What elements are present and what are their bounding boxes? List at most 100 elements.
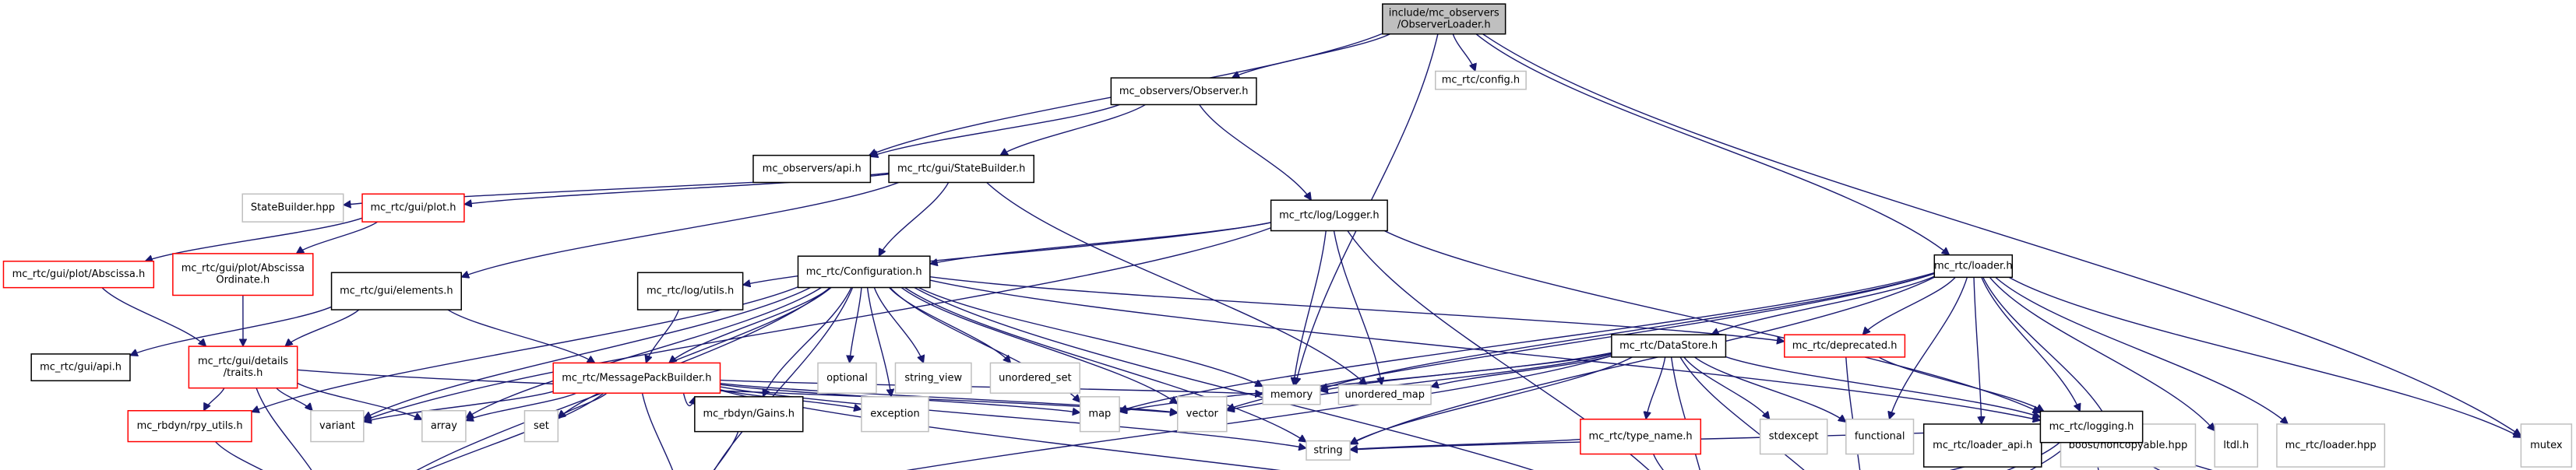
edge-loader-to-ltdl xyxy=(1989,276,2215,430)
node-elements[interactable]: mc_rtc/gui/elements.h xyxy=(330,272,462,310)
edge-msgpack-to-eigen xyxy=(641,393,674,470)
node-label: mutex xyxy=(2530,440,2563,451)
node-box[interactable] xyxy=(1580,418,1702,455)
node-label: exception xyxy=(870,409,920,420)
node-statebuilder[interactable]: mc_rtc/gui/StateBuilder.h xyxy=(888,154,1034,184)
node-label: mc_rtc/logging.h xyxy=(2049,421,2134,433)
node-box[interactable] xyxy=(188,345,298,389)
node-label: mc_rtc/config.h xyxy=(1442,75,1520,86)
node-gui-api[interactable]: mc_rtc/gui/api.h xyxy=(30,353,131,382)
node-box[interactable] xyxy=(330,272,462,310)
node-label: memory xyxy=(1270,389,1313,401)
node-observer[interactable]: mc_observers/Observer.h xyxy=(1110,77,1257,106)
node-type-name[interactable]: mc_rtc/type_name.h xyxy=(1580,418,1702,455)
node-label: mc_rtc/gui/api.h xyxy=(40,362,122,374)
edge-datastore-to-string xyxy=(1350,356,1633,444)
node-label: mc_rtc/loader.h xyxy=(1934,261,2013,272)
node-box[interactable] xyxy=(172,253,314,296)
edge-root-to-mutex xyxy=(1482,33,2521,436)
node-obs-api[interactable]: mc_observers/api.h xyxy=(752,154,872,184)
edge-msgpack-to-gains xyxy=(682,393,694,407)
node-box[interactable] xyxy=(127,410,252,443)
edge-msgpack-to-set xyxy=(558,392,608,418)
node-box[interactable] xyxy=(361,193,465,223)
node-root[interactable]: include/mc_observers/ObserverLoader.h xyxy=(1382,3,1506,35)
node-box[interactable] xyxy=(2,260,155,289)
node-box xyxy=(817,362,877,394)
node-logging[interactable]: mc_rtc/logging.h xyxy=(2039,410,2144,444)
node-box[interactable] xyxy=(30,353,131,382)
node-box[interactable] xyxy=(752,154,872,184)
node-traits[interactable]: mc_rtc/gui/details/traits.h xyxy=(188,345,298,389)
edge-loader-to-mutex xyxy=(2008,276,2521,438)
node-box[interactable] xyxy=(2039,410,2144,444)
node-box[interactable] xyxy=(1922,423,2042,468)
node-stdexcept: stdexcept xyxy=(1759,418,1828,455)
node-plot[interactable]: mc_rtc/gui/plot.h xyxy=(361,193,465,223)
edge-datastore-to-type_name xyxy=(1646,356,1666,419)
node-box xyxy=(894,362,972,394)
node-label: mc_observers/Observer.h xyxy=(1119,86,1249,97)
node-statebuilder-hpp: StateBuilder.hpp xyxy=(241,193,344,223)
node-label: mc_rtc/gui/plot/Abscissa xyxy=(181,263,305,275)
node-box[interactable] xyxy=(1784,334,1906,358)
edge-loader-to-loader_hpp xyxy=(1995,276,2288,424)
node-rpy-utils[interactable]: mc_rbdyn/rpy_utils.h xyxy=(127,410,252,443)
node-box[interactable] xyxy=(1270,199,1388,232)
edge-configuration-to-deprecated xyxy=(929,276,1785,342)
edge-configuration-to-logging xyxy=(929,279,2041,420)
node-ltdl: ltdl.h xyxy=(2214,423,2258,468)
edge-deprecated-to-logging xyxy=(1878,356,2044,412)
edge-configuration-to-vector xyxy=(900,286,1178,403)
edge-msgpack-to-spacevecalg xyxy=(425,392,604,470)
node-configuration[interactable]: mc_rtc/Configuration.h xyxy=(797,255,931,289)
node-box[interactable] xyxy=(888,154,1034,184)
node-mutex: mutex xyxy=(2520,423,2573,468)
node-box[interactable] xyxy=(636,272,744,310)
node-box[interactable] xyxy=(1110,77,1257,106)
node-box[interactable] xyxy=(694,396,804,433)
node-label: Ordinate.h xyxy=(216,275,270,286)
node-loader-api[interactable]: mc_rtc/loader_api.h xyxy=(1922,423,2042,468)
edge-statebuilder-to-elements xyxy=(461,181,900,277)
node-label: ltdl.h xyxy=(2223,440,2249,451)
node-datastore[interactable]: mc_rtc/DataStore.h xyxy=(1611,334,1727,358)
node-logger[interactable]: mc_rtc/log/Logger.h xyxy=(1270,199,1388,232)
node-loader[interactable]: mc_rtc/loader.h xyxy=(1933,254,2014,279)
node-logutils[interactable]: mc_rtc/log/utils.h xyxy=(636,272,744,310)
edge-configuration-to-gains xyxy=(763,287,852,396)
node-label: optional xyxy=(826,372,868,384)
node-box[interactable] xyxy=(797,255,931,289)
node-box xyxy=(2276,423,2386,468)
node-unordered-map: unordered_map xyxy=(1337,384,1432,405)
node-abscissa[interactable]: mc_rtc/gui/plot/Abscissa.h xyxy=(2,260,155,289)
node-map: map xyxy=(1079,396,1120,433)
node-unordered-set: unordered_set xyxy=(989,362,1080,394)
edge-statebuilder-to-configuration xyxy=(878,182,950,256)
edges-layer xyxy=(101,33,2521,470)
node-string-view: string_view xyxy=(894,362,972,394)
node-msgpack[interactable]: mc_rtc/MessagePackBuilder.h xyxy=(552,362,721,394)
node-box[interactable] xyxy=(1933,254,2014,279)
node-box[interactable] xyxy=(1611,334,1727,358)
node-box[interactable] xyxy=(1382,3,1506,35)
node-box xyxy=(1079,396,1120,433)
edge-configuration-to-optional xyxy=(850,287,862,363)
edge-logger-to-unordered_map xyxy=(1333,230,1381,385)
node-box xyxy=(1337,384,1432,405)
node-label: mc_rtc/MessagePackBuilder.h xyxy=(562,372,711,384)
node-set: set xyxy=(523,410,559,443)
node-gains[interactable]: mc_rbdyn/Gains.h xyxy=(694,396,804,433)
edge-elements-to-traits xyxy=(285,309,360,346)
edge-logutils-to-msgpack xyxy=(646,309,680,363)
node-box[interactable] xyxy=(552,362,721,394)
node-deprecated[interactable]: mc_rtc/deprecated.h xyxy=(1784,334,1906,358)
node-label: mc_observers/api.h xyxy=(763,163,862,175)
node-box xyxy=(241,193,344,223)
edge-configuration-to-variant xyxy=(364,286,811,419)
edge-observer-to-obs_api xyxy=(870,103,1120,156)
edge-configuration-to-unordered_set xyxy=(889,287,1011,363)
node-box xyxy=(1262,384,1321,405)
